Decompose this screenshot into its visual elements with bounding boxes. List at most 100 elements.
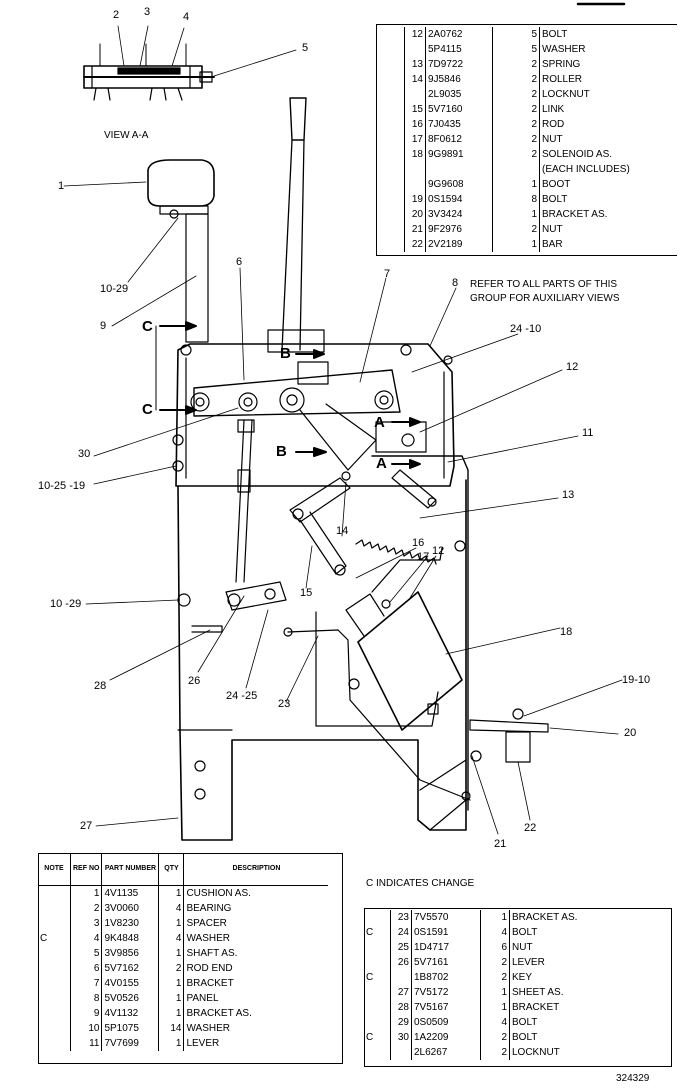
row-ref-no: 3 [70, 915, 103, 931]
row-description: KEY [512, 972, 533, 983]
upper-panel [175, 343, 455, 487]
callout-30: 30 [78, 448, 91, 460]
row-ref-no: 12 [404, 27, 426, 42]
row-qty: 1 [480, 985, 510, 1000]
row-ref-no [404, 42, 426, 57]
row-qty: 1 [158, 915, 185, 931]
row-part-number [425, 162, 493, 177]
row-note [364, 985, 391, 1000]
callout-17: 17 [417, 551, 430, 563]
row-qty: 2 [480, 970, 510, 985]
callout-26: 26 [188, 675, 201, 687]
header-part-number: PART NUMBER [101, 853, 160, 885]
row-description: SPACER [186, 917, 227, 929]
row-ref-no [404, 177, 426, 192]
row-description: ROLLER [542, 74, 583, 85]
row-part-number: 9G9891 [425, 147, 493, 162]
row-ref-no: 25 [390, 940, 412, 955]
row-qty [492, 162, 540, 177]
row-part-number: 7V5570 [411, 910, 481, 925]
row-part-number: 0S1591 [411, 925, 481, 940]
row-note: C [364, 1030, 391, 1045]
row-qty: 2 [492, 132, 540, 147]
row-qty: 5 [492, 42, 540, 57]
bracket-23 [283, 611, 471, 801]
row-description: SHEET AS. [512, 987, 564, 998]
row-note [378, 207, 405, 222]
row-qty: 6 [480, 940, 510, 955]
row-ref-no: 2 [70, 900, 103, 916]
row-note [38, 900, 71, 916]
section-arrows [155, 321, 421, 469]
callout-9: 9 [100, 320, 107, 332]
row-part-number: 7V7699 [101, 1035, 160, 1051]
row-note [378, 177, 405, 192]
row-ref-no: 4 [70, 930, 103, 946]
row-qty: 2 [492, 72, 540, 87]
linkage-bar [190, 361, 401, 471]
row-note [378, 162, 405, 177]
callout-11: 11 [582, 427, 594, 439]
row-qty: 1 [480, 910, 510, 925]
callout-27: 27 [80, 820, 93, 832]
callout-10-25-19: 10-25 -19 [38, 480, 86, 492]
row-part-number: 5V0526 [101, 990, 160, 1006]
row-qty: 2 [492, 102, 540, 117]
row-part-number: 5P4115 [425, 42, 493, 57]
row-note [378, 72, 405, 87]
row-note [364, 910, 391, 925]
row-description: BRACKET [186, 977, 234, 989]
row-ref-no: 23 [390, 910, 412, 925]
row-note [378, 117, 405, 132]
row-qty: 1 [158, 990, 185, 1006]
header-qty: QTY [158, 853, 185, 885]
row-part-number: 1A2209 [411, 1030, 481, 1045]
row-qty: 1 [492, 237, 540, 252]
view-callout-4: 4 [183, 11, 190, 23]
row-note [364, 1000, 391, 1015]
control-lever [267, 97, 325, 353]
row-description: PANEL [186, 992, 219, 1004]
row-description: LEVER [512, 957, 545, 968]
row-ref-no: 22 [404, 237, 426, 252]
row-description: WASHER [186, 932, 230, 944]
header-ref-no: REF NO [70, 853, 103, 885]
row-part-number: 9K4848 [101, 930, 160, 946]
row-part-number: 2A0762 [425, 27, 493, 42]
row-qty: 4 [158, 930, 185, 946]
row-description: NUT [512, 942, 533, 953]
section-label-a-top: A [374, 414, 385, 431]
callout-24-25: 24 -25 [226, 690, 258, 702]
row-ref-no: 10 [70, 1020, 103, 1036]
header-note: NOTE [38, 853, 71, 885]
row-ref-no: 17 [404, 132, 426, 147]
row-ref-no: 20 [404, 207, 426, 222]
row-qty: 2 [492, 222, 540, 237]
view-a-a-section [83, 25, 297, 101]
header-description: DESCRIPTION [232, 865, 281, 873]
row-ref-no: 5 [70, 945, 103, 961]
row-part-number: 1V8230 [101, 915, 160, 931]
row-part-number: 5V7160 [425, 102, 493, 117]
row-description: (EACH INCLUDES) [542, 164, 630, 175]
row-note [364, 1015, 391, 1030]
view-callout-3: 3 [144, 6, 151, 18]
row-qty: 2 [158, 960, 185, 976]
row-note [38, 915, 71, 931]
parts-table-top-frame [376, 24, 677, 256]
